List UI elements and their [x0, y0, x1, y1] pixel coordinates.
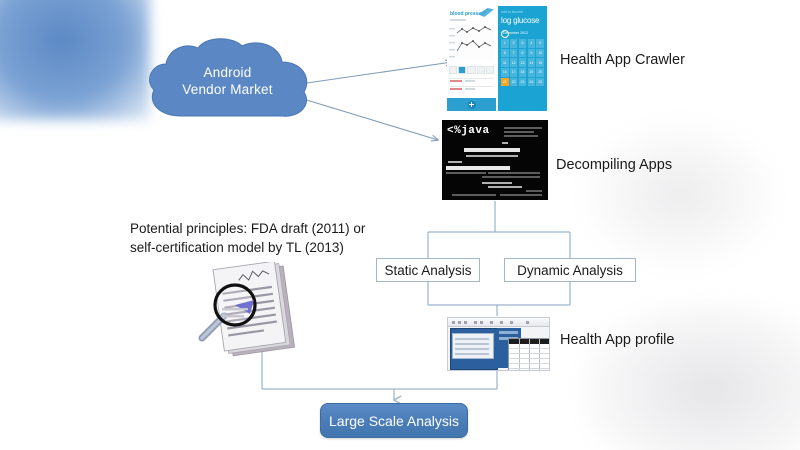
profile-detail-dialog [452, 333, 494, 359]
add-reading-icon[interactable] [467, 100, 476, 109]
calendar-day[interactable]: 8 [518, 48, 527, 58]
range-button[interactable] [449, 66, 458, 74]
profile-toolbar[interactable] [448, 318, 549, 327]
log-glucose-month: December 2012 [503, 31, 528, 35]
calendar-day[interactable]: 24 [527, 77, 536, 87]
range-button[interactable] [467, 66, 476, 74]
large-scale-analysis-box[interactable]: Large Scale Analysis [320, 403, 468, 438]
range-button[interactable] [485, 66, 495, 74]
calendar-day[interactable]: 9 [527, 48, 536, 58]
static-analysis-box[interactable]: Static Analysis [376, 258, 480, 282]
principles-line2: self-certification model by TL (2013) [130, 240, 344, 255]
decompiled-java-code-screenshot[interactable]: <%java [442, 120, 548, 200]
calendar-day[interactable]: 6 [501, 48, 509, 58]
calendar-day[interactable]: 23 [518, 77, 527, 87]
calendar-day[interactable]: 10 [536, 48, 544, 58]
calendar-day[interactable]: 11 [501, 58, 509, 67]
dynamic-analysis-box[interactable]: Dynamic Analysis [504, 258, 636, 282]
cloud-label-line1: Android [203, 65, 252, 80]
principles-line1: Potential principles: FDA draft (2011) o… [130, 221, 366, 236]
calendar-day[interactable]: 12 [509, 58, 518, 67]
reading-value [465, 88, 475, 90]
calendar-day[interactable]: 18 [518, 68, 527, 77]
blood-pressure-subtitle-bar [450, 19, 466, 21]
calendar-day-selected[interactable]: 21 [501, 77, 509, 87]
reading-row [449, 78, 494, 86]
background-blur-bottom-right [580, 300, 800, 450]
blood-pressure-range-buttons[interactable] [449, 66, 495, 74]
calendar-day[interactable]: 13 [518, 58, 527, 67]
blood-pressure-app-screenshot[interactable]: blood pressure [447, 6, 496, 111]
health-app-profile-label: Health App profile [560, 332, 675, 348]
reading-value [465, 80, 475, 82]
decompiling-apps-label: Decompiling Apps [556, 157, 673, 173]
calendar-day[interactable]: 4 [527, 39, 536, 48]
calendar-day[interactable]: 2 [509, 39, 518, 48]
reading-row [449, 86, 494, 94]
log-glucose-title: log glucose [501, 16, 540, 25]
blood-pressure-app-header: blood pressure [450, 11, 487, 17]
health-app-crawler-label: Health App Crawler [560, 52, 685, 68]
blood-pressure-logo-icon [478, 8, 494, 17]
calendar-day[interactable]: 22 [509, 77, 518, 87]
log-glucose-app-screenshot[interactable]: add to favorite log glucose December 201… [498, 6, 547, 111]
java-logo-text: <%java [447, 125, 490, 137]
range-button-selected[interactable] [458, 66, 467, 74]
profile-data-table [508, 338, 549, 370]
calendar-day[interactable]: 7 [509, 48, 518, 58]
android-vendor-market-cloud[interactable]: Android Vendor Market [140, 38, 315, 130]
range-button[interactable] [476, 66, 485, 74]
background-blur-middle-right [580, 120, 780, 270]
calendar-day[interactable]: 3 [518, 39, 527, 48]
calendar-day[interactable]: 20 [536, 68, 544, 77]
reading-label [450, 80, 462, 82]
large-scale-analysis-label: Large Scale Analysis [329, 412, 459, 429]
document-inspection-illustration [188, 260, 313, 372]
reading-label [450, 88, 462, 90]
calendar-day[interactable]: 25 [536, 77, 544, 87]
calendar-day[interactable]: 15 [536, 58, 544, 67]
blood-pressure-chart [449, 23, 494, 61]
calendar-day[interactable]: 19 [527, 68, 536, 77]
cloud-shape [149, 38, 308, 117]
potential-principles-text: Potential principles: FDA draft (2011) o… [130, 219, 405, 257]
background-blur-top-left [0, 0, 150, 120]
static-analysis-label: Static Analysis [384, 262, 472, 278]
cloud-label-line2: Vendor Market [182, 82, 273, 97]
health-app-crawler-screenshots[interactable]: blood pressure [447, 6, 547, 111]
calendar-day[interactable]: 14 [527, 58, 536, 67]
cloud-label: Android Vendor Market [140, 64, 315, 98]
calendar-day[interactable]: 5 [536, 39, 544, 48]
blood-pressure-footer-bar [447, 98, 496, 111]
clock-icon [501, 29, 509, 38]
log-glucose-top-text: add to favorite [501, 10, 524, 14]
calendar-day[interactable]: 17 [509, 68, 518, 77]
calendar-day[interactable]: 16 [501, 68, 509, 77]
dynamic-analysis-label: Dynamic Analysis [517, 262, 623, 278]
calendar-day[interactable]: 1 [501, 39, 509, 48]
health-app-profile-screenshot[interactable] [447, 317, 550, 371]
